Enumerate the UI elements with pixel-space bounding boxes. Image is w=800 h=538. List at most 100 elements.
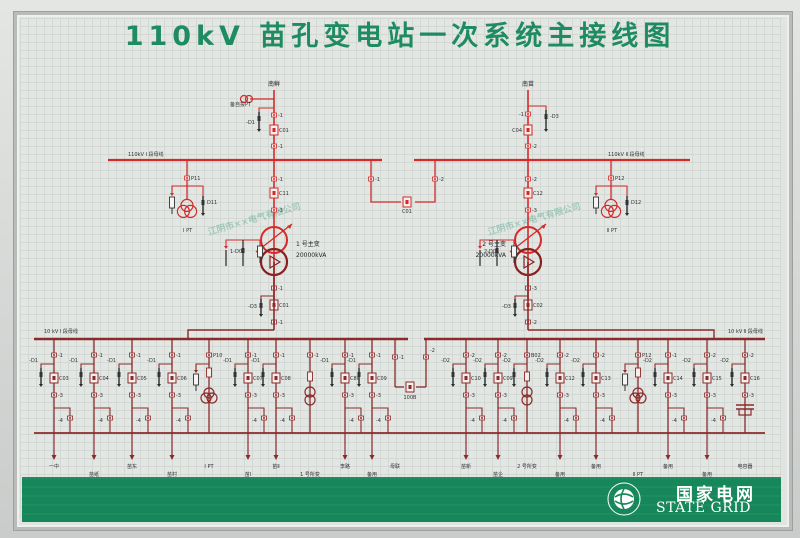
disconnector-label: -1	[136, 353, 141, 359]
pt-arrester-branch	[624, 363, 638, 370]
ground-blade	[653, 372, 657, 377]
breaker-core	[408, 385, 412, 389]
feeder-ground-label: -D1	[107, 358, 116, 364]
ground-icon	[201, 213, 205, 216]
disconnector-contact	[186, 177, 188, 179]
feeder-bypass-label: -4	[252, 418, 257, 424]
hv-line-1-pt-label: 备自投PT	[230, 101, 252, 108]
breaker-core	[272, 191, 276, 195]
feeder-bypass-label: -4	[280, 418, 285, 424]
delta-winding-icon	[523, 254, 536, 270]
feeder-bypass-label: -4	[600, 418, 605, 424]
feeder-bypass	[94, 407, 111, 433]
line-1-ground-label: -D1	[246, 120, 255, 126]
disconnector-label: -3	[564, 393, 569, 399]
disconnector-label: -2	[532, 177, 537, 183]
disconnector-label: -1	[278, 286, 283, 292]
station-transformer-coil-icon	[304, 394, 316, 406]
breaker-core	[370, 376, 374, 380]
disconnector-contact	[344, 394, 346, 396]
ground-icon	[730, 384, 734, 387]
disconnector-contact	[171, 354, 173, 356]
feeder-ground-branch	[693, 363, 707, 368]
line-pt-coil-icon	[239, 94, 249, 104]
feeder-ground-branch	[546, 363, 560, 368]
ground-blade	[79, 372, 83, 377]
ground-icon	[483, 384, 487, 387]
hv-bus-tie-right	[415, 160, 436, 203]
pt-coil-icon	[206, 392, 218, 404]
outgoing-label: 一中	[49, 463, 59, 470]
ground-blade	[625, 200, 629, 205]
disconnector-label: -3	[711, 393, 716, 399]
arrow-icon	[224, 246, 228, 249]
line-2-ground-branch	[528, 105, 547, 112]
feeder-bypass-label: -4	[176, 418, 181, 424]
outgoing-label: 备用	[367, 471, 377, 478]
disconnector-contact	[434, 178, 436, 180]
disconnector-label: -3	[672, 393, 677, 399]
breaker-core	[52, 376, 56, 380]
outgoing-arrow-icon	[245, 455, 251, 460]
outgoing-label: Ⅰ PT	[204, 464, 214, 470]
disconnector-contact	[371, 354, 373, 356]
disconnector-contact	[559, 394, 561, 396]
disconnector-label: -2	[470, 353, 475, 359]
disconnector-label: P10	[213, 353, 222, 359]
ground-blade	[233, 372, 237, 377]
feeder-ground-label: -D1	[223, 358, 232, 364]
feeder-bypass	[668, 407, 685, 433]
ground-icon	[117, 384, 121, 387]
ground-icon	[513, 314, 517, 317]
disconnector-contact	[93, 394, 95, 396]
disconnector-contact	[610, 177, 612, 179]
disconnector-contact	[527, 209, 529, 211]
pt-coil-icon	[635, 392, 647, 404]
neutral-branch	[225, 239, 262, 246]
ground-icon	[157, 384, 161, 387]
disconnector-contact	[291, 417, 293, 419]
ground-blade	[201, 200, 205, 205]
arrester-icon	[622, 373, 628, 386]
feeder-ground-label: -D1	[29, 358, 38, 364]
feeder-bypass	[172, 407, 189, 433]
pt-2-ground-branch	[611, 185, 628, 196]
breaker-core	[343, 376, 347, 380]
ground-blade	[117, 372, 121, 377]
breaker-core	[558, 376, 562, 380]
tr-2-to-lv-bus	[528, 329, 715, 339]
disconnector-label: -3	[600, 393, 605, 399]
transformer-name: 1 号主变	[296, 240, 320, 248]
feeder-ground-label: -D1	[147, 358, 156, 364]
disconnector-contact	[481, 417, 483, 419]
ground-icon	[625, 213, 629, 216]
outgoing-label: 1 号所变	[300, 471, 320, 478]
outgoing-label: 电容器	[737, 463, 752, 470]
disconnector-label: -2	[502, 353, 507, 359]
feeder-bypass	[345, 407, 362, 433]
disconnector-contact	[273, 114, 275, 116]
disconnector-label: -1	[672, 353, 677, 359]
hv-bus-1-label: 110kV Ⅰ 段母线	[128, 151, 164, 158]
breaker-label: C11	[279, 191, 289, 197]
disconnector-label: P11	[191, 176, 200, 182]
ground-icon	[692, 384, 696, 387]
breaker-core	[170, 376, 174, 380]
breaker-label: C10	[471, 376, 481, 382]
arrow-icon	[170, 193, 174, 196]
feeder-bypass	[596, 407, 613, 433]
feeder-ground-branch	[118, 363, 132, 368]
breaker-label: C14	[673, 376, 683, 382]
outgoing-label: 备用	[555, 471, 565, 478]
outgoing-label: 备用	[663, 463, 673, 470]
feeder-bypass-label: -4	[376, 418, 381, 424]
lv-ground-branch	[514, 295, 528, 300]
feeder-bypass-label: -4	[136, 418, 141, 424]
breaker-core	[594, 376, 598, 380]
disconnector-label: -2	[439, 177, 444, 183]
arrester-icon	[593, 196, 599, 209]
ground-label: D12	[631, 200, 641, 206]
outgoing-label: 李路	[340, 463, 350, 470]
brand-chinese: 国家电网	[676, 485, 756, 505]
breaker-label: C04	[512, 128, 522, 134]
